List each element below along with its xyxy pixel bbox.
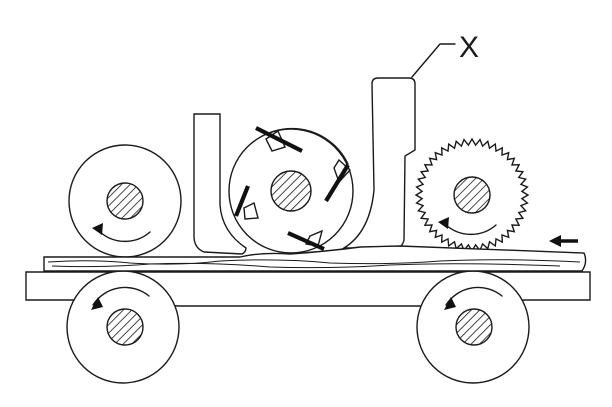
chip-breaker xyxy=(193,113,247,255)
lower-roller-left xyxy=(66,270,180,384)
feed-direction-arrow xyxy=(549,235,578,247)
serrated-infeed-roller xyxy=(414,137,530,253)
outfeed-roller-left xyxy=(68,144,182,258)
cutterhead xyxy=(228,126,354,254)
callout-x: X xyxy=(411,31,479,78)
pressure-bar xyxy=(341,77,416,249)
callout-label: X xyxy=(459,31,479,64)
workpiece-board xyxy=(43,245,587,272)
lower-roller-right xyxy=(416,270,530,384)
